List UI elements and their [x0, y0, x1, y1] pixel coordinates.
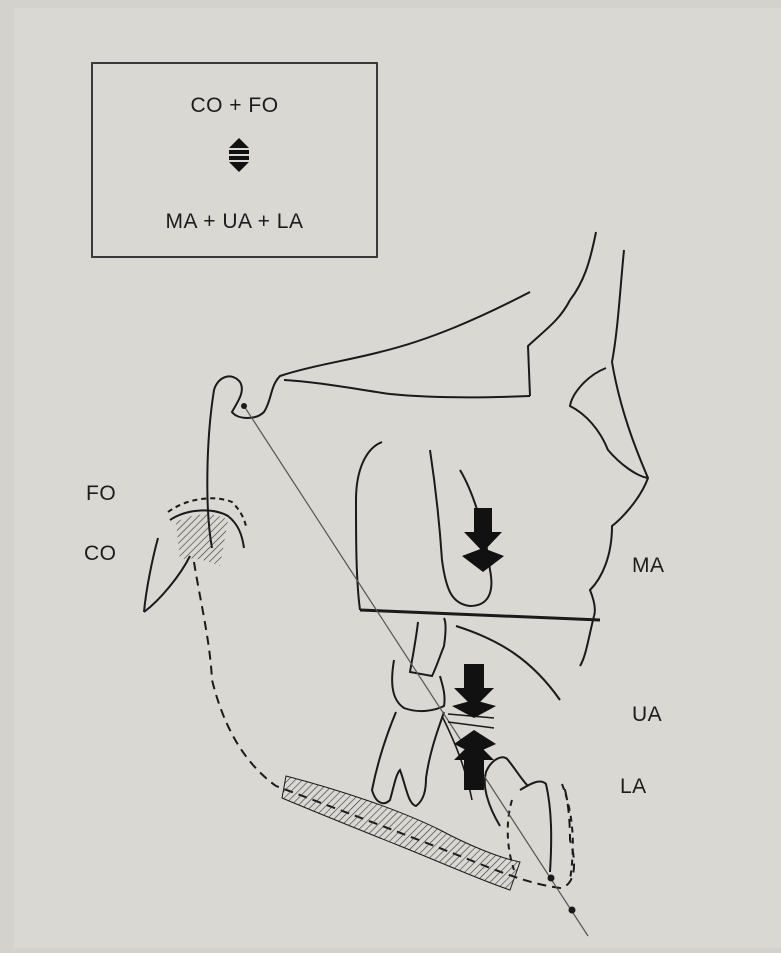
- upper-lip-line: [580, 616, 594, 666]
- nasal-bone: [570, 368, 648, 478]
- double-arrow-icon: [229, 138, 249, 172]
- label-fo: FO: [86, 482, 116, 506]
- mandible-hatched-border: [282, 776, 520, 890]
- legend-bottom-text: MA + UA + LA: [93, 210, 376, 234]
- label-ma: MA: [632, 554, 665, 578]
- legend-top-text: CO + FO: [93, 94, 376, 118]
- arrow-down-ua-icon: [452, 664, 496, 718]
- forehead-profile: [570, 232, 596, 300]
- label-la: LA: [620, 775, 647, 799]
- condyle-hatched-area: [176, 514, 228, 566]
- palatal-plane: [360, 610, 600, 620]
- lower-molar: [372, 712, 444, 806]
- upper-molar: [410, 618, 446, 676]
- occlusal-line-lower: [448, 722, 494, 728]
- arrow-down-ma-icon: [462, 508, 504, 572]
- gnathion-point: [548, 875, 555, 882]
- orbital-outline: [528, 300, 570, 396]
- label-co: CO: [84, 542, 117, 566]
- symphysis-inner: [520, 782, 551, 872]
- sella-point: [241, 403, 247, 409]
- cranial-inner-line: [284, 380, 530, 397]
- menton-point: [569, 907, 576, 914]
- chin-profile: [562, 784, 573, 880]
- label-ua: UA: [632, 703, 662, 727]
- legend-box: CO + FO MA + UA + LA: [91, 62, 378, 258]
- symphysis-outline: [485, 757, 528, 826]
